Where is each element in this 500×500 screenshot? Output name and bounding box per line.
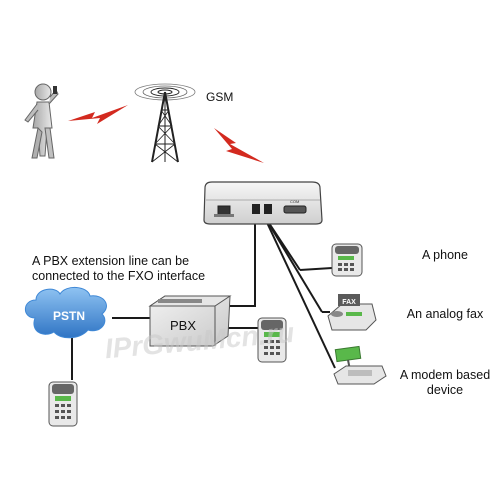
gsm-signal-bolt-left <box>68 105 128 124</box>
port-label: COM <box>290 199 299 204</box>
gsm-signal-bolt-right <box>214 128 264 163</box>
fax-label: An analog fax <box>407 307 484 321</box>
gateway-to-fax-line <box>262 213 323 313</box>
pbx-extension-phone-icon <box>257 317 287 363</box>
modem-label-line-2: device <box>427 383 463 397</box>
fax-tag: FAX <box>342 299 356 306</box>
fxs-port <box>264 204 272 214</box>
fax-machine-icon: FAX <box>327 294 377 331</box>
phone-label: A phone <box>422 248 468 262</box>
modem-device-icon <box>333 345 387 385</box>
pstn-cloud: PSTN <box>24 287 107 339</box>
pbx-note-line-1: A PBX extension line can be <box>32 254 189 268</box>
pstn-phone-icon <box>48 381 78 427</box>
modem-label-line-1: A modem based <box>400 368 490 382</box>
gsm-label: GSM <box>206 90 233 104</box>
phone-icon <box>331 243 363 277</box>
fxo-port <box>252 204 260 214</box>
pbx-to-gateway-line <box>228 214 256 307</box>
gsm-tower-icon <box>134 83 196 163</box>
person-figure <box>24 83 59 159</box>
pbx-device: PBX <box>148 295 232 347</box>
gsm-gateway-device: COM <box>203 181 323 225</box>
antenna-port <box>217 205 231 216</box>
pbx-note-line-2: connected to the FXO interface <box>32 269 205 283</box>
phone-branch-line <box>299 267 333 271</box>
gateway-to-modem-line <box>262 213 336 369</box>
pbx-label: PBX <box>170 318 196 333</box>
serial-port <box>283 205 307 214</box>
pstn-label: PSTN <box>53 309 85 323</box>
